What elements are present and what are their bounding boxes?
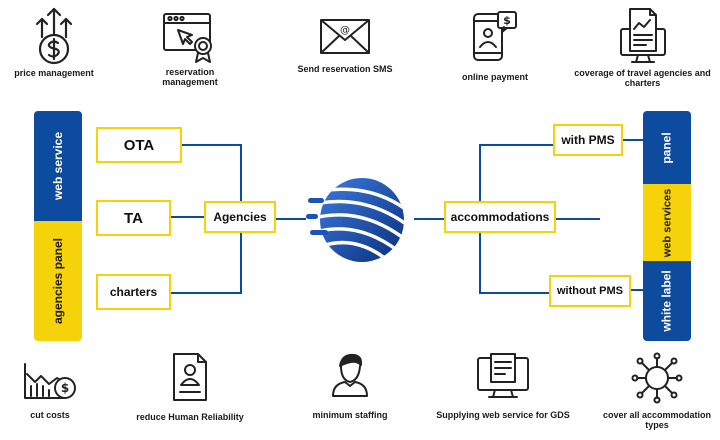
feature-send-sms: @ Send reservation SMS [290,18,400,74]
box-ta: TA [96,200,171,236]
feature-cut-costs: $ cut costs [10,360,90,420]
price-management-icon [35,7,73,65]
feature-label: price management [14,68,94,78]
box-ota: OTA [96,127,182,163]
svg-text:@: @ [340,25,350,36]
box-agencies-label: Agencies [213,210,267,224]
box-with-pms-label: with PMS [561,133,615,147]
box-ota-label: OTA [123,136,155,154]
right-bar-web-services: web services [643,184,691,261]
left-bar-web-service: web service [34,111,82,221]
globe-logo-icon [306,178,404,262]
cut-costs-icon: $ [24,363,76,399]
feature-label: reservation management [162,67,218,87]
right-bar-top-label: panel [660,131,674,164]
svg-text:$: $ [61,381,69,395]
web-service-gds-icon [477,353,529,398]
feature-reduce-human-reliability: reduce Human Reliability [120,352,260,422]
feature-coverage-travel: coverage of travel agencies and charters [565,5,720,88]
feature-label: cover all accommodation types [602,410,712,430]
feature-price-management: price management [4,5,104,78]
box-accommodations-label: accommodations [450,210,550,224]
feature-minimum-staffing: minimum staffing [295,352,405,420]
right-bar-white-label: white label [643,261,691,341]
box-charters: charters [96,274,171,310]
box-without-pms: without PMS [549,275,631,307]
feature-label: cut costs [30,410,70,420]
left-bar-bottom-label: agencies panel [51,237,66,325]
online-payment-icon: $ [473,11,517,61]
feature-label: Supplying web service for GDS [436,410,570,420]
feature-reservation-management: reservation management [140,12,240,87]
right-bar-bottom-label: white label [660,270,675,332]
right-bar-middle-label: web services [661,188,673,257]
document-person-icon [173,353,207,401]
box-agencies: Agencies [204,201,276,233]
left-bar-top-label: web service [51,131,66,201]
envelope-icon: @ [320,19,370,54]
reservation-management-icon [163,13,212,63]
feature-online-payment: $ online payment [450,10,540,82]
feature-label: coverage of travel agencies and charters [574,68,711,88]
box-ta-label: TA [124,209,143,227]
network-hub-icon [631,352,683,404]
feature-label: reduce Human Reliability [136,412,244,422]
feature-web-service-gds: Supplying web service for GDS [418,352,588,420]
box-charters-label: charters [109,285,158,299]
box-with-pms: with PMS [553,124,623,156]
right-bar-panel: panel [643,111,691,184]
left-bar-agencies-panel: agencies panel [34,221,82,341]
staff-person-icon [332,353,368,397]
box-without-pms-label: without PMS [557,285,623,297]
feature-label: online payment [461,72,528,82]
computer-document-icon [619,8,666,63]
box-accommodations: accommodations [444,201,556,233]
right-bar: panel web services white label [643,111,691,341]
svg-text:$: $ [503,14,511,27]
feature-label: Send reservation SMS [297,64,393,74]
feature-label: minimum staffing [312,410,388,420]
feature-all-accommodation-types: cover all accommodation types [594,352,720,430]
